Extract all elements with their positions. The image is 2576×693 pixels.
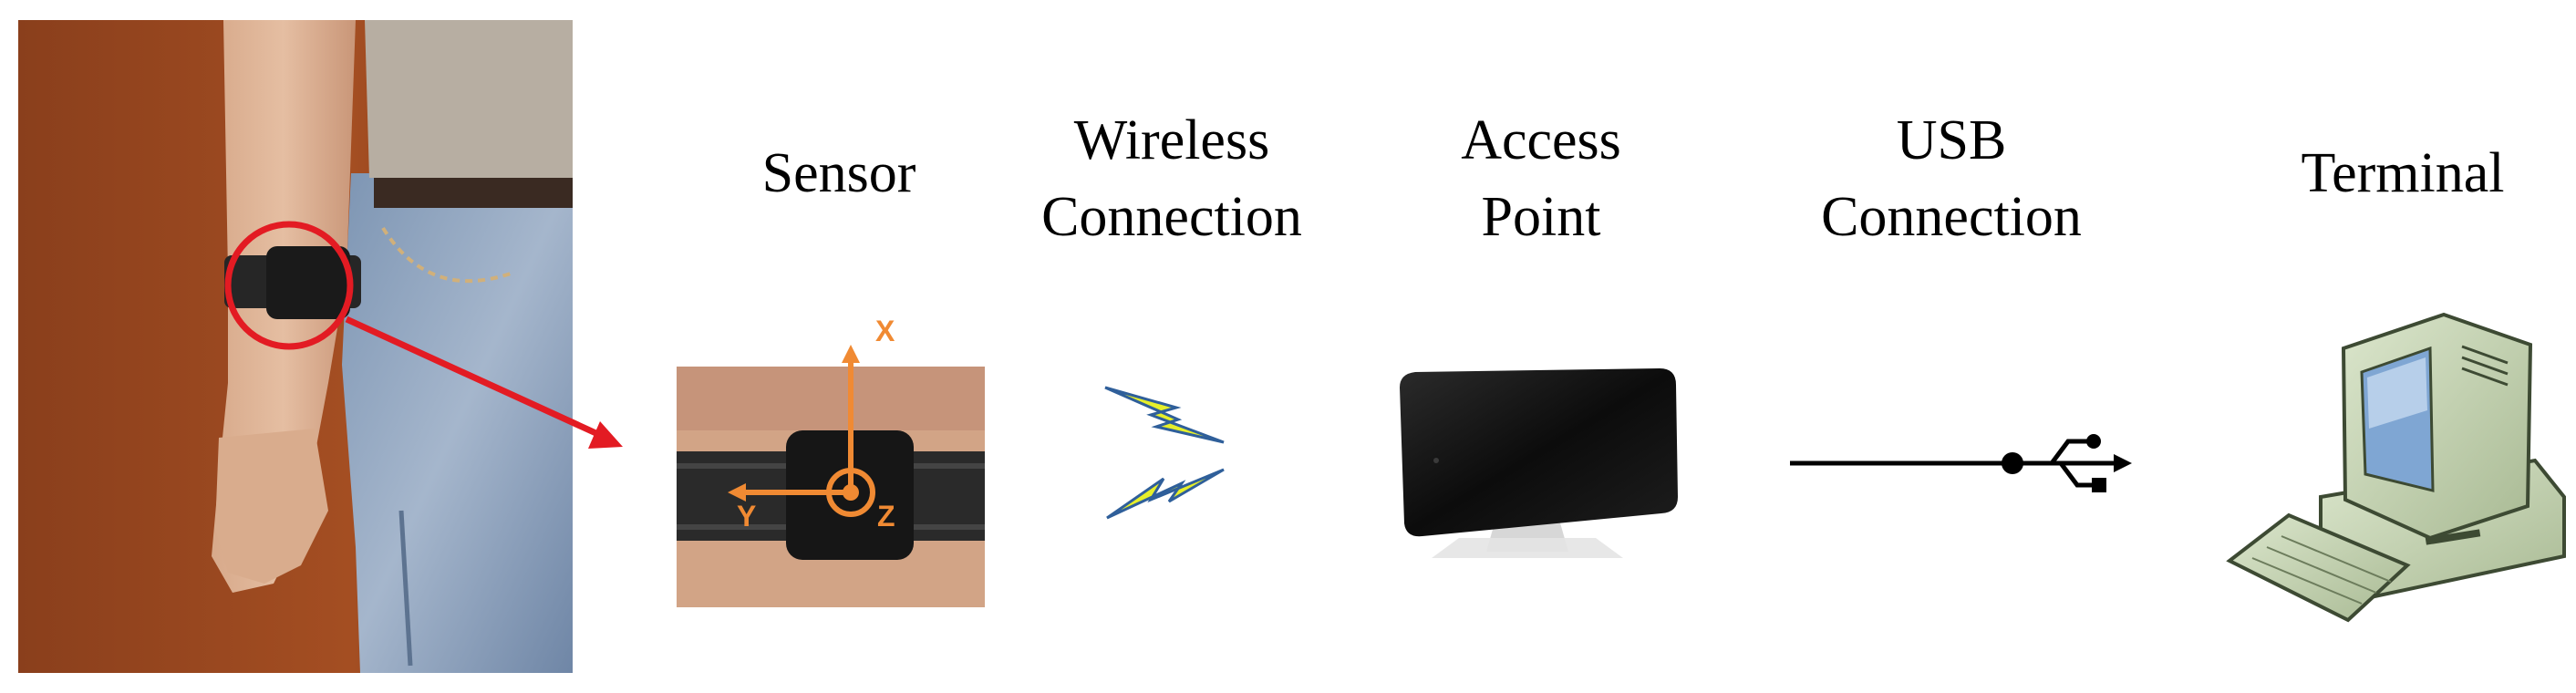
wireless-label-line2: Connection (1021, 179, 1322, 255)
terminal-label: Terminal (2271, 135, 2535, 212)
sensor-label: Sensor (739, 135, 939, 212)
wireless-label-line1: Wireless (1021, 102, 1322, 179)
lightning-bolt-icon (1105, 388, 1224, 518)
sensor-label-text: Sensor (739, 135, 939, 212)
access-point-label: Access Point (1422, 102, 1660, 255)
access-point-device (1400, 368, 1678, 558)
access-point-label-line2: Point (1422, 179, 1660, 255)
usb-connection-label: USB Connection (1796, 102, 2106, 255)
access-point-label-line1: Access (1422, 102, 1660, 179)
photo-wrist-sensor (18, 20, 623, 673)
sensor-closeup (677, 345, 985, 607)
usb-label-line1: USB (1796, 102, 2106, 179)
terminal-label-text: Terminal (2271, 135, 2535, 212)
z-axis-label: Z (877, 500, 895, 533)
usb-icon (1790, 434, 2132, 492)
usb-label-line2: Connection (1796, 179, 2106, 255)
y-axis-label: Y (737, 500, 756, 533)
computer-terminal-icon (2229, 315, 2564, 620)
x-axis-label: X (875, 315, 895, 348)
wireless-connection-label: Wireless Connection (1021, 102, 1322, 255)
